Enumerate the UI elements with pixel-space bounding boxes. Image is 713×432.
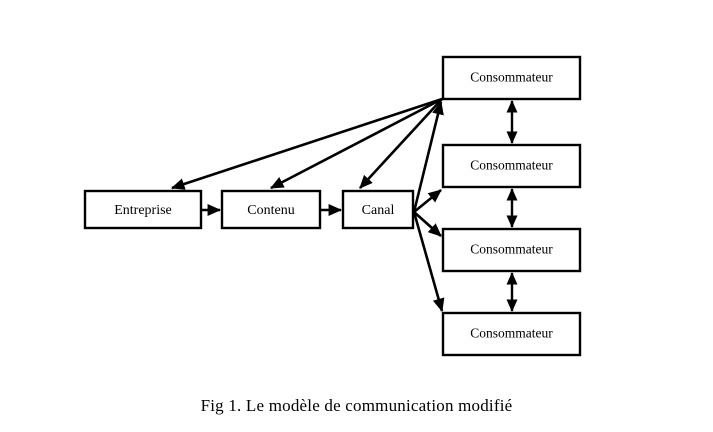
node-consommateur-1[interactable]: Consommateur	[441, 55, 582, 101]
edge-hub-to-contenu	[270, 97, 443, 190]
node-canal[interactable]: Canal	[341, 189, 415, 230]
node-entreprise-label: Entreprise	[114, 203, 172, 218]
node-consommateur-2[interactable]: Consommateur	[441, 143, 582, 189]
node-consommateur-4[interactable]: Consommateur	[441, 311, 582, 357]
node-entreprise[interactable]: Entreprise	[83, 189, 203, 230]
node-contenu-label: Contenu	[247, 203, 294, 218]
edge-hub-to-canal	[359, 98, 443, 189]
edge-canal-to-consommateur2	[413, 188, 442, 214]
node-consommateur-3-label: Consommateur	[470, 242, 553, 257]
node-consommateur-2-label: Consommateur	[470, 158, 553, 173]
node-consommateur-3[interactable]: Consommateur	[441, 227, 582, 273]
edge-canal-to-consommateur1	[412, 100, 444, 213]
node-canal-label: Canal	[362, 203, 395, 218]
node-consommateur-1-label: Consommateur	[470, 70, 553, 85]
edge-canal-to-consommateur4	[412, 211, 445, 313]
edge-canal-to-consommateur3	[413, 211, 442, 237]
node-consommateur-4-label: Consommateur	[470, 326, 553, 341]
node-contenu[interactable]: Contenu	[220, 189, 322, 230]
figure-caption: Fig 1. Le modèle de communication modifi…	[200, 396, 513, 415]
edge-hub-to-entreprise	[170, 97, 443, 190]
